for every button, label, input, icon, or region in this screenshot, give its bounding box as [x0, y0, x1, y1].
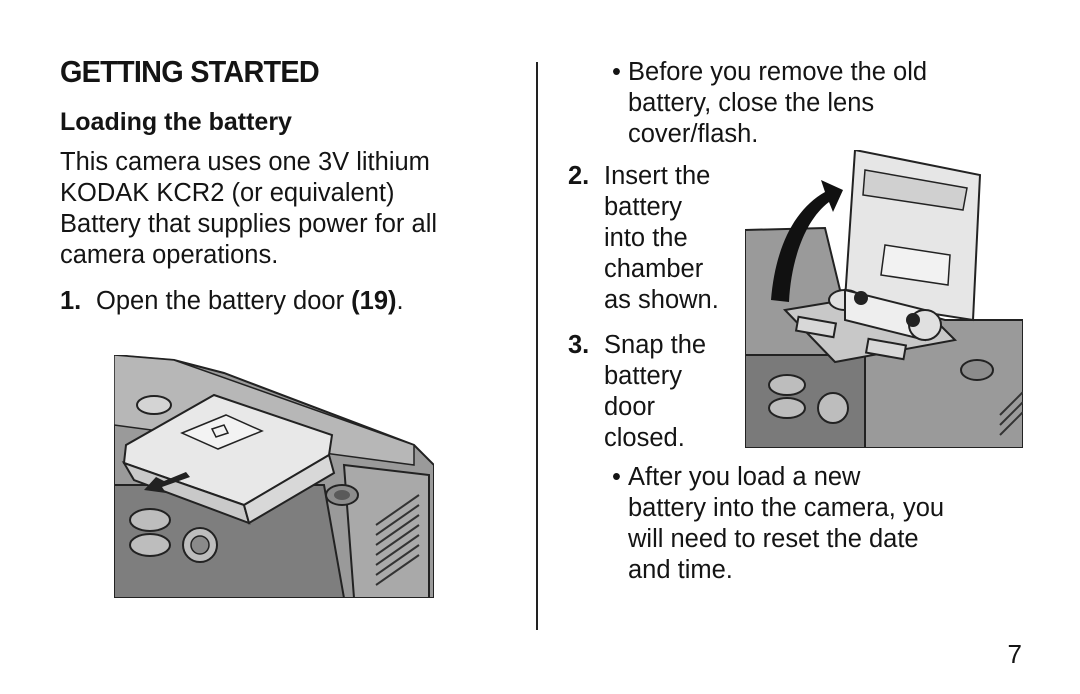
bullet-text: After you load a new battery into the ca… — [628, 462, 944, 586]
camera-battery-insertion-illustration — [745, 150, 1023, 448]
step-1-reference: (19) — [351, 287, 397, 315]
bullet-dot: • — [612, 463, 621, 491]
step-line: as shown. — [604, 286, 719, 314]
step-number: 1. — [60, 287, 82, 315]
step-line: battery — [604, 362, 682, 390]
section-subtitle: Loading the battery — [60, 108, 292, 136]
intro-line: Battery that supplies power for all — [60, 210, 438, 238]
intro-line: This camera uses one 3V lithium — [60, 148, 430, 176]
bullet-line: and time. — [628, 556, 733, 584]
intro-line: camera operations. — [60, 241, 279, 269]
step-line: chamber — [604, 255, 704, 283]
step-1-text: Open the battery door — [96, 287, 352, 315]
step-line: Insert the — [604, 162, 711, 190]
step-line: door — [604, 393, 656, 421]
step-3: 3. Snap the battery door closed. — [568, 330, 706, 454]
bullet-line: Before you remove the old — [628, 58, 928, 86]
step-text: Insert the battery into the chamber as s… — [604, 161, 719, 316]
camera-battery-door-opening-illustration — [114, 355, 434, 598]
bullet-line: battery into the camera, you — [628, 494, 945, 522]
step-2: 2. Insert the battery into the chamber a… — [568, 161, 719, 316]
bullet-line: will need to reset the date — [628, 525, 919, 553]
intro-paragraph: This camera uses one 3V lithium KODAK KC… — [60, 147, 530, 271]
intro-line: KODAK KCR2 (or equivalent) — [60, 179, 395, 207]
bullet-line: cover/flash. — [628, 120, 759, 148]
step-number: 3. — [568, 331, 590, 359]
step-1-period: . — [396, 287, 404, 315]
step-line: closed. — [604, 424, 685, 452]
step-number: 2. — [568, 162, 590, 190]
column-divider — [536, 62, 538, 630]
step-text: Snap the battery door closed. — [604, 330, 706, 454]
page-number: 7 — [1007, 639, 1022, 669]
step-line: into the — [604, 224, 688, 252]
step-text: Open the battery door (19). — [96, 286, 404, 317]
step-1: 1. Open the battery door (19). — [60, 286, 404, 317]
bullet-after-load: • After you load a new battery into the … — [612, 462, 1052, 586]
bullet-before-remove: • Before you remove the old battery, clo… — [612, 57, 1032, 150]
step-line: Snap the — [604, 331, 707, 359]
bullet-text: Before you remove the old battery, close… — [628, 57, 927, 150]
bullet-dot: • — [612, 58, 621, 86]
bullet-line: battery, close the lens — [628, 89, 875, 117]
step-line: battery — [604, 193, 682, 221]
page-title: GETTING STARTED — [60, 54, 320, 89]
bullet-line: After you load a new — [628, 463, 861, 491]
